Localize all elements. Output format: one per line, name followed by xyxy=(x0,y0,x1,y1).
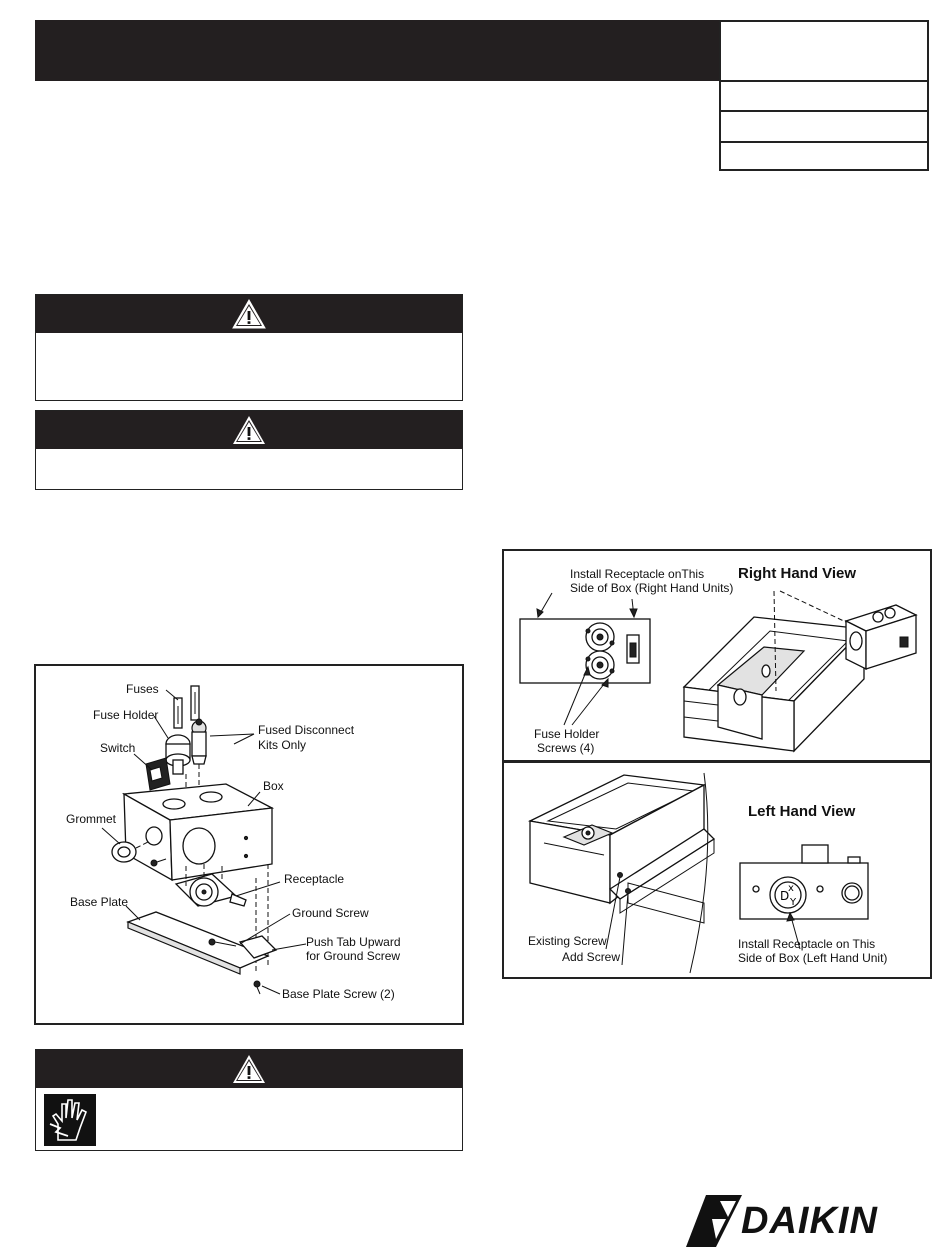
label-fuse-holder: Fuse Holder xyxy=(93,708,159,722)
label-install-receptacle-right-1: Install Receptacle onThis xyxy=(570,567,705,581)
meta-divider xyxy=(721,110,927,112)
warning-triangle-icon xyxy=(233,1055,265,1083)
warning-body xyxy=(36,333,462,349)
label-for-ground-screw: for Ground Screw xyxy=(306,949,401,963)
warning-body xyxy=(36,449,462,465)
label-ground-screw: Ground Screw xyxy=(292,906,369,920)
label-fuses: Fuses xyxy=(126,682,159,696)
label-add-screw: Add Screw xyxy=(562,950,621,964)
right-hand-view-title: Right Hand View xyxy=(738,565,857,582)
label-receptacle: Receptacle xyxy=(284,872,345,886)
warning-header xyxy=(36,295,462,333)
hand-views-figure: Right Hand View Install Receptacle onThi… xyxy=(502,549,932,979)
title-bar xyxy=(35,20,719,81)
warning-header xyxy=(36,1050,462,1088)
meta-divider xyxy=(721,141,927,143)
daikin-logo-mark xyxy=(686,1195,742,1247)
label-fused-disconnect: Fused Disconnect xyxy=(258,723,355,737)
brand-name: DAIKIN xyxy=(741,1200,878,1242)
label-fuse-holder-screws-1: Fuse Holder xyxy=(534,727,600,741)
document-info-box xyxy=(719,20,929,171)
warning-box-1 xyxy=(35,294,463,401)
warning-triangle-icon xyxy=(233,416,265,444)
warning-box-2 xyxy=(35,410,463,490)
label-install-receptacle-left-2: Side of Box (Left Hand Unit) xyxy=(738,951,888,965)
meta-divider xyxy=(721,80,927,82)
svg-text:x: x xyxy=(788,883,794,894)
label-base-plate: Base Plate xyxy=(70,895,129,909)
left-hand-view-title: Left Hand View xyxy=(748,803,856,820)
label-install-receptacle-right-2: Side of Box (Right Hand Units) xyxy=(570,581,734,595)
label-grommet: Grommet xyxy=(66,812,117,826)
left-hand-view-drawing: D x Y xyxy=(527,772,869,974)
right-hand-view-drawing xyxy=(519,590,918,753)
label-install-receptacle-left-1: Install Receptacle on This xyxy=(738,937,876,951)
kit-exploded-drawing xyxy=(101,685,307,995)
label-box: Box xyxy=(263,779,284,793)
warning-header xyxy=(36,411,462,449)
label-existing-screw: Existing Screw xyxy=(528,934,607,948)
svg-text:D: D xyxy=(780,889,789,903)
label-kits-only: Kits Only xyxy=(258,738,307,752)
electrical-shock-hand-icon xyxy=(44,1094,96,1146)
label-switch: Switch xyxy=(100,741,136,755)
daikin-logo: DAIKIN xyxy=(686,1195,932,1247)
label-push-tab: Push Tab Upward xyxy=(306,935,401,949)
label-fuse-holder-screws-2: Screws (4) xyxy=(537,741,595,755)
views-divider xyxy=(504,760,930,763)
warning-box-3 xyxy=(35,1049,463,1151)
warning-triangle-icon xyxy=(232,298,266,329)
svg-text:Y: Y xyxy=(789,897,797,908)
label-base-plate-screw: Base Plate Screw (2) xyxy=(282,987,395,1001)
kit-exploded-figure: Fuses Fuse Holder Fused Disconnect Kits … xyxy=(34,664,464,1025)
